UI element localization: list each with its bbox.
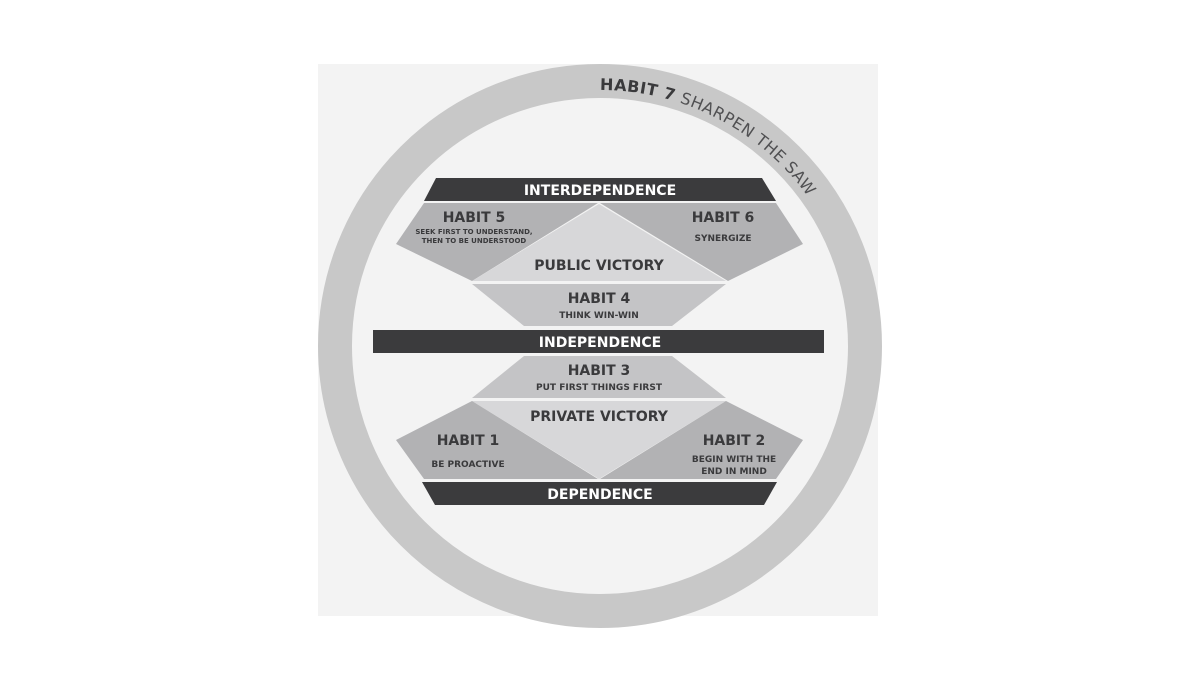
dependence-label: DEPENDENCE xyxy=(547,487,652,503)
independence-bar xyxy=(373,330,824,353)
interdependence-bar xyxy=(424,178,776,201)
habit2-triangle xyxy=(600,401,803,479)
habit5-triangle xyxy=(396,203,598,281)
habit3-title: HABIT 3 xyxy=(568,363,631,379)
habit5-line1: SEEK FIRST TO UNDERSTAND, xyxy=(415,228,532,236)
habit1-triangle xyxy=(396,401,598,479)
habit5-line2: THEN TO BE UNDERSTOOD xyxy=(422,237,527,245)
habit5-title: HABIT 5 xyxy=(443,210,506,226)
habit1-line1: BE PROACTIVE xyxy=(431,460,504,470)
public-victory-label: PUBLIC VICTORY xyxy=(534,258,664,274)
private-victory-label: PRIVATE VICTORY xyxy=(530,409,669,425)
independence-label: INDEPENDENCE xyxy=(539,335,661,351)
interdependence-label: INTERDEPENDENCE xyxy=(524,183,676,199)
habit2-line1: BEGIN WITH THE xyxy=(692,455,776,465)
outer-ring xyxy=(318,64,882,628)
dependence-bar xyxy=(422,482,777,505)
habit3-trapezoid xyxy=(472,356,726,398)
habit4-trapezoid xyxy=(472,284,726,326)
habit2-line2: END IN MIND xyxy=(701,467,767,477)
habit2-title: HABIT 2 xyxy=(703,433,766,449)
habit6-triangle xyxy=(600,203,803,281)
public-victory-triangle xyxy=(472,204,726,281)
habit6-line1: SYNERGIZE xyxy=(694,234,751,244)
habit1-title: HABIT 1 xyxy=(437,433,500,449)
private-victory-triangle xyxy=(472,401,726,479)
habit6-title: HABIT 6 xyxy=(692,210,755,226)
habit4-line1: THINK WIN-WIN xyxy=(559,311,639,321)
habit4-title: HABIT 4 xyxy=(568,291,631,307)
habit3-line1: PUT FIRST THINGS FIRST xyxy=(536,383,663,393)
